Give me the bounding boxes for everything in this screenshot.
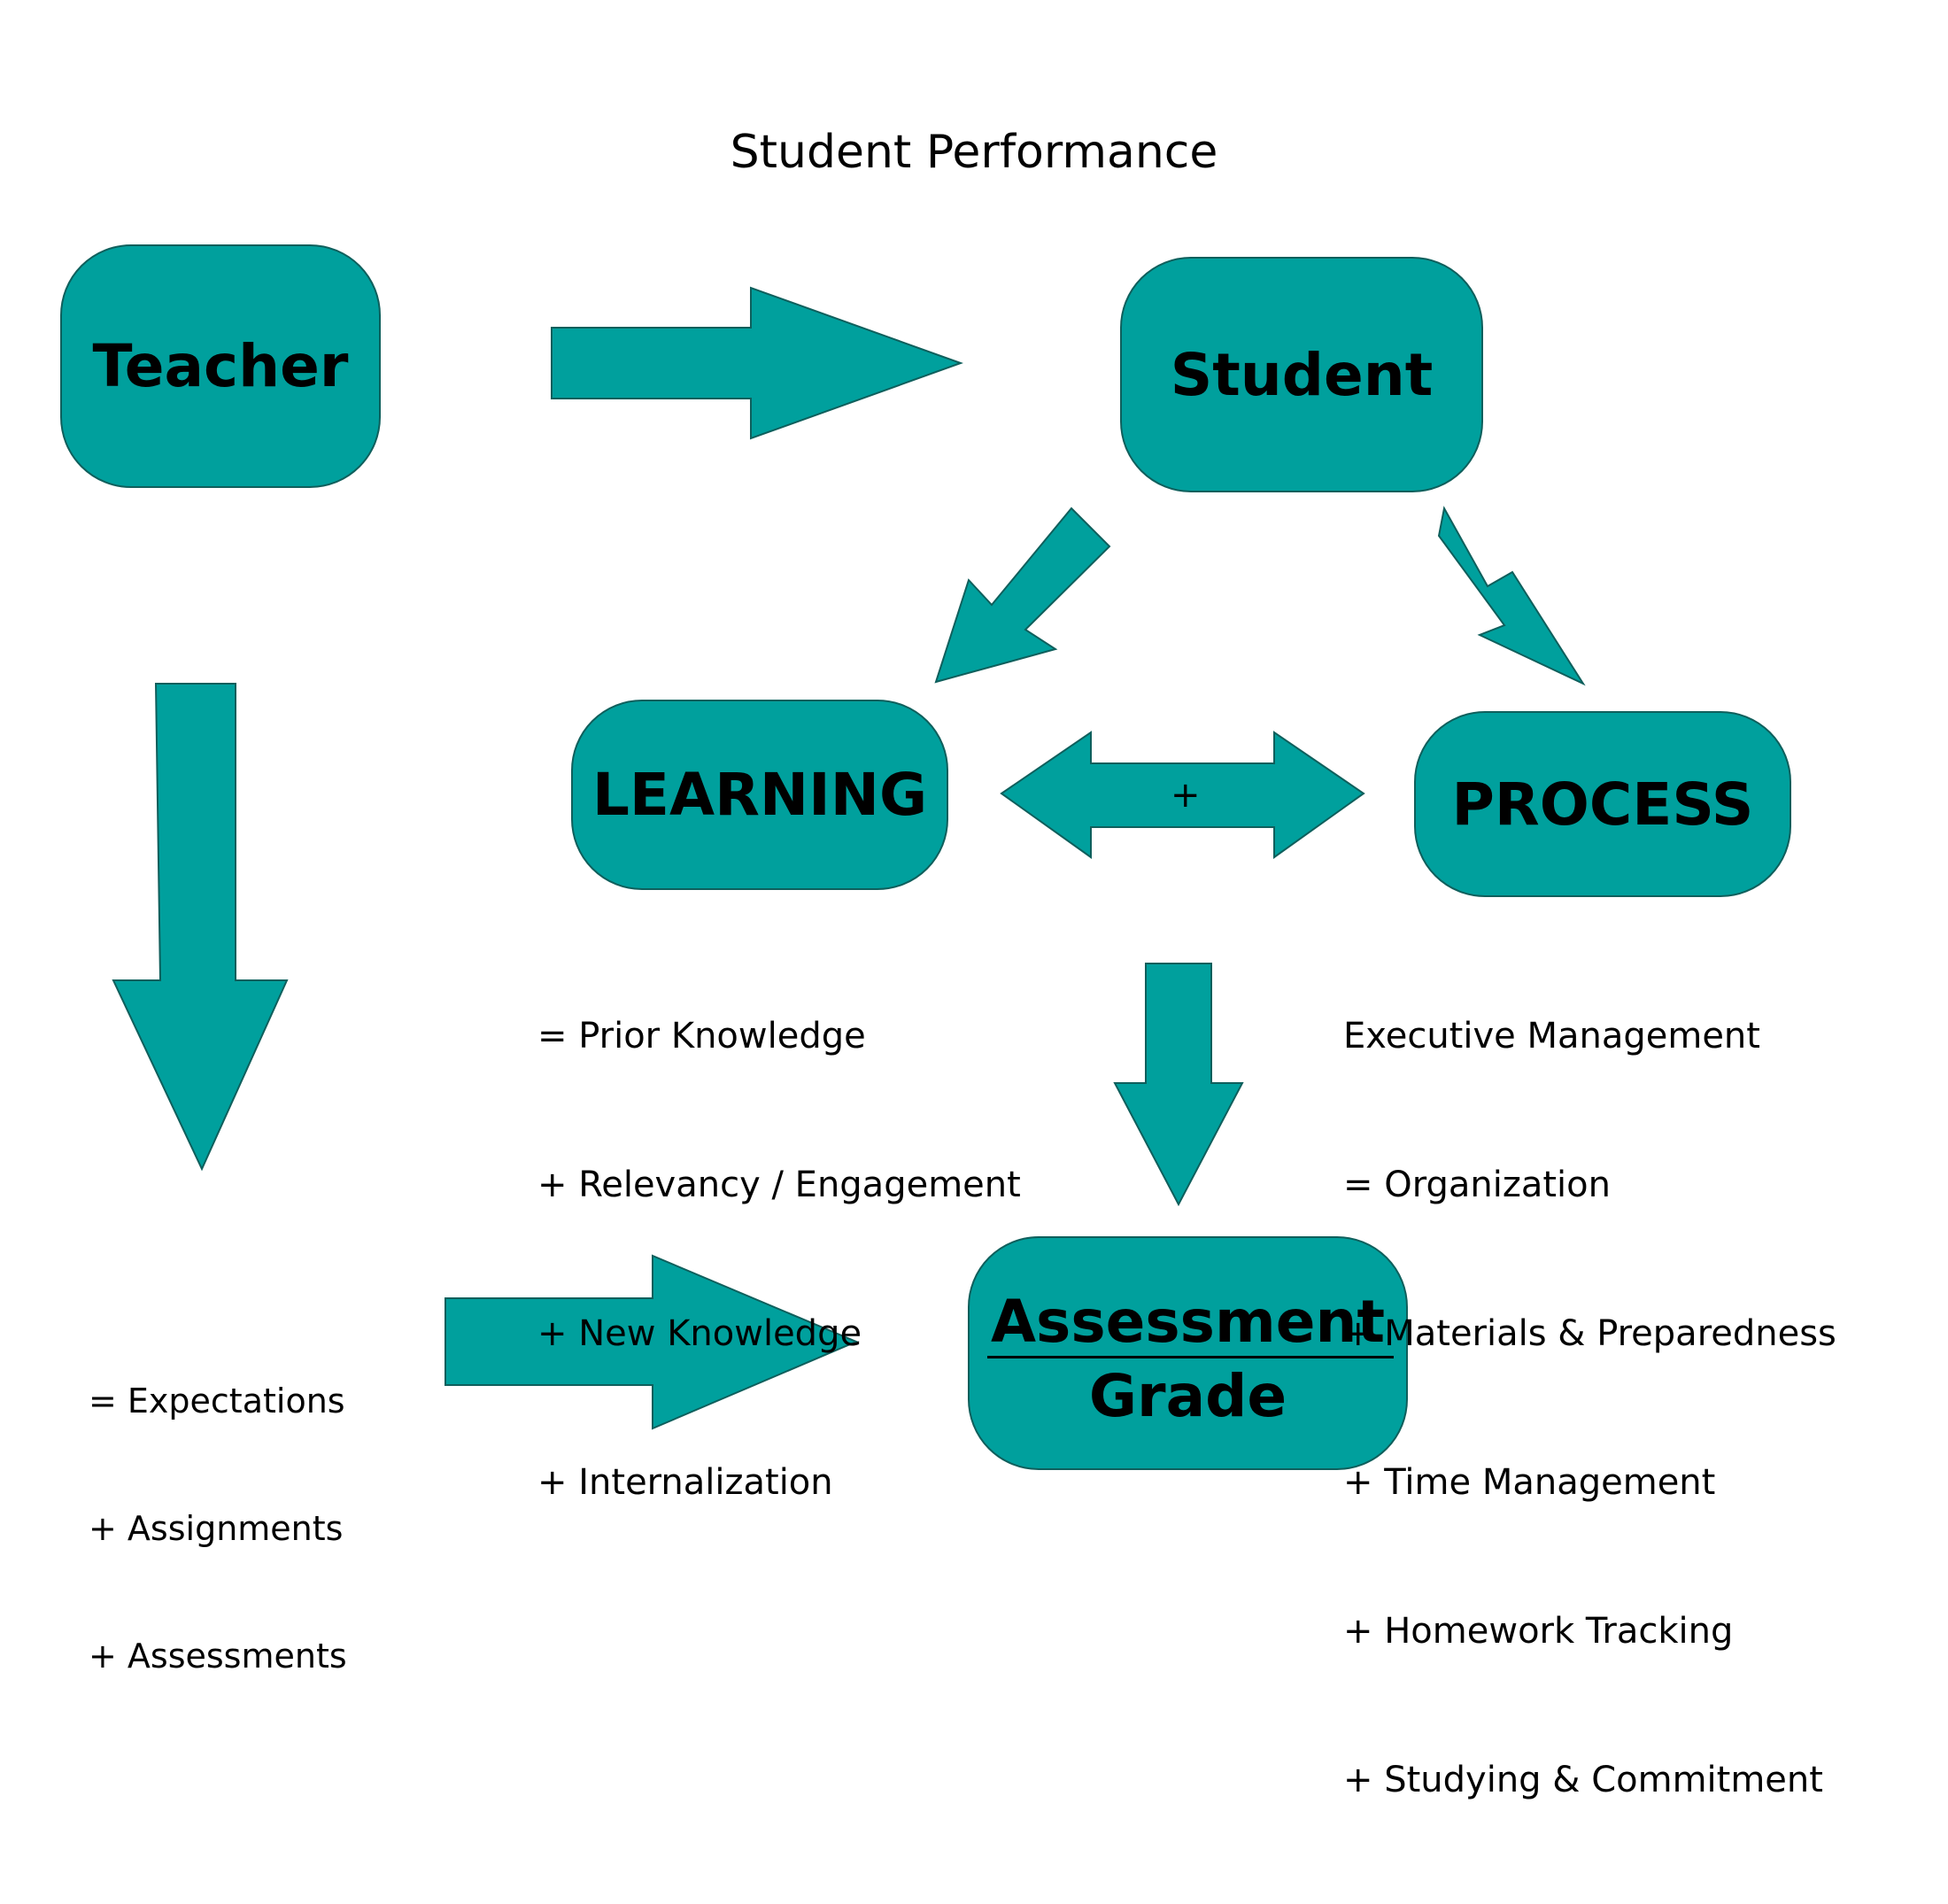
arrow-teacher-down — [112, 683, 289, 1172]
diagram-title: Student Performance — [730, 126, 1218, 179]
arrow-student-to-process — [1437, 506, 1586, 686]
list-item: = Prior Knowledge — [537, 1016, 866, 1056]
learning-node: LEARNING — [571, 700, 948, 890]
list-item: + Internalization — [537, 1462, 833, 1503]
learning-label: LEARNING — [591, 761, 928, 829]
student-label: Student — [1170, 340, 1434, 409]
arrow-to-assessment — [444, 1254, 859, 1430]
list-item: + Time Management — [1343, 1462, 1716, 1503]
list-item: + Assignments — [89, 1509, 344, 1548]
list-item: + Assessments — [89, 1637, 347, 1676]
assessment-divider — [987, 1356, 1394, 1358]
teacher-items: = Expectations + Assignments + Assessmen… — [89, 1295, 347, 1762]
connector-plus-label: + — [1171, 775, 1201, 816]
arrow-student-to-learning — [934, 507, 1111, 684]
learning-items: = Prior Knowledge + Relevancy / Engageme… — [537, 912, 1021, 1606]
process-node: PROCESS — [1414, 711, 1791, 897]
list-item: + Materials & Preparedness — [1343, 1313, 1836, 1354]
arrows-layer — [112, 286, 1586, 1430]
student-node: Student — [1120, 257, 1483, 492]
arrow-down-to-assessment — [1113, 963, 1244, 1207]
diagram-canvas: Student Performance Teacher Student LEAR… — [60, 126, 1836, 1800]
arrow-teacher-to-student — [551, 286, 963, 440]
grade-label: Grade — [1088, 1362, 1287, 1430]
assessment-grade-node: Assessment Grade — [968, 1236, 1408, 1470]
list-item: = Organization — [1343, 1165, 1611, 1205]
list-item: + Relevancy / Engagement — [537, 1165, 1021, 1205]
list-item: Executive Management — [1343, 1016, 1760, 1056]
list-item: = Expectations — [89, 1382, 345, 1420]
list-item: + Homework Tracking — [1343, 1611, 1734, 1652]
process-items: Executive Management = Organization + Ma… — [1343, 912, 1836, 1904]
list-item: + New Knowledge — [537, 1313, 862, 1354]
teacher-node: Teacher — [60, 244, 381, 488]
list-item: + Studying & Commitment — [1343, 1760, 1823, 1800]
arrow-learning-process-bidirectional — [1000, 731, 1365, 859]
process-label: PROCESS — [1451, 770, 1754, 839]
assessment-label: Assessment — [990, 1288, 1386, 1356]
teacher-label: Teacher — [92, 332, 349, 400]
